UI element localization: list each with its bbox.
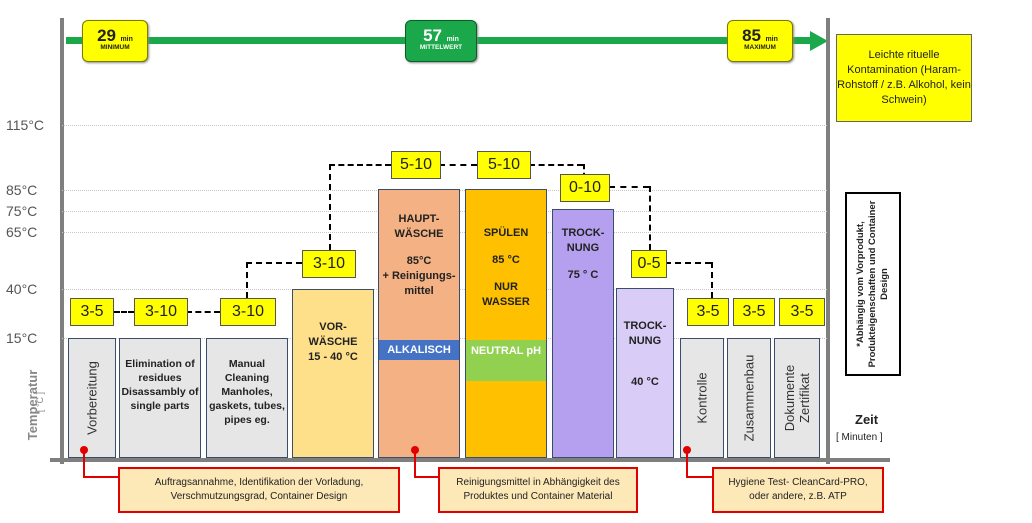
note-middle: Reinigungsmittel in Abhängigkeit des Pro… <box>438 467 638 513</box>
connector <box>439 164 477 166</box>
connector <box>114 311 134 313</box>
duration-hauptwaesche: 5-10 <box>391 151 441 179</box>
connector <box>246 262 248 298</box>
time-minimum: 29 min MINIMUM <box>82 20 148 62</box>
x-axis-title: Zeit <box>855 412 879 427</box>
connector <box>665 262 711 264</box>
time-maximum: 85 min MAXIMUM <box>727 20 793 62</box>
x-axis <box>50 458 890 462</box>
duration-spuelen: 5-10 <box>477 151 531 179</box>
duration-vorbereitung: 3-5 <box>70 298 114 326</box>
step-spuelen: SPÜLEN 85 °C NUR WASSER NEUTRAL pH <box>465 189 547 458</box>
pointer-line-right <box>686 452 688 478</box>
connector <box>246 262 302 264</box>
connector <box>329 164 331 250</box>
tick-115: 115°C <box>6 117 45 133</box>
connector <box>649 186 651 250</box>
step-trocknung-75: TROCK-NUNG 75 ° C <box>552 209 614 458</box>
step-manual-cleaning: Manual Cleaning Manholes, gaskets, tubes… <box>206 338 288 458</box>
tick-85: 85°C <box>6 182 38 198</box>
connector <box>529 164 583 166</box>
y-axis <box>60 18 64 464</box>
y-axis-unit: [ °C ] <box>35 391 45 413</box>
note-left: Auftragsannahme, Identifikation der Vorl… <box>118 467 400 513</box>
tick-15: 15°C <box>6 330 38 346</box>
pointer-line-right <box>686 476 714 478</box>
duration-kontrolle: 3-5 <box>687 298 729 326</box>
step-vorbereitung: Vorbereitung <box>68 338 116 458</box>
step-trocknung-40: TROCK-NUNG 40 °C <box>616 288 674 458</box>
pointer-line-middle <box>414 452 416 478</box>
x-axis-unit: [ Minuten ] <box>836 432 883 443</box>
connector <box>186 311 220 313</box>
timeline-arrowhead <box>810 31 828 51</box>
time-average: 57 min MITTELWERT <box>405 20 477 62</box>
band-alkalisch: ALKALISCH <box>379 340 459 360</box>
step-kontrolle: Kontrolle <box>680 338 724 458</box>
contamination-note: Leichte rituelle Kontamination (Haram-Ro… <box>836 34 972 122</box>
step-elimination: Elimination of residues Disassambly of s… <box>119 338 201 458</box>
duration-vorwaesche: 3-10 <box>302 250 356 278</box>
step-vorwaesche: VOR-WÄSCHE 15 - 40 °C <box>292 289 374 458</box>
pointer-line-left <box>83 476 119 478</box>
tick-40: 40°C <box>6 281 38 297</box>
pointer-dot-middle <box>411 446 419 454</box>
step-zusammenbau: Zusammenbau <box>727 338 771 458</box>
band-neutral: NEUTRAL pH <box>466 340 546 381</box>
pointer-line-middle <box>414 476 438 478</box>
duration-trocknung-75: 0-10 <box>560 174 610 202</box>
duration-dokumente: 3-5 <box>779 298 825 326</box>
tick-65: 65°C <box>6 224 38 240</box>
pointer-line-left <box>83 452 85 478</box>
duration-manual: 3-10 <box>220 298 276 326</box>
step-dokumente: Dokumente Zertifikat <box>774 338 820 458</box>
connector <box>583 164 585 178</box>
right-axis <box>826 18 830 464</box>
pointer-dot-left <box>80 446 88 454</box>
duration-elimination: 3-10 <box>134 298 188 326</box>
step-hauptwaesche: HAUPT-WÄSCHE 85°C + Reinigungs-mittel AL… <box>378 189 460 458</box>
connector <box>329 164 391 166</box>
connector <box>609 186 649 188</box>
duration-zusammenbau: 3-5 <box>733 298 775 326</box>
connector <box>711 262 713 298</box>
duration-trocknung-40: 0-5 <box>631 250 667 278</box>
tick-75: 75°C <box>6 203 38 219</box>
grid-115 <box>62 125 827 126</box>
pointer-dot-right <box>683 446 691 454</box>
side-note: *Abhängig vom Vorprodukt, Produkteigensc… <box>845 192 901 376</box>
note-right: Hygiene Test- CleanCard-PRO, oder andere… <box>712 467 884 513</box>
